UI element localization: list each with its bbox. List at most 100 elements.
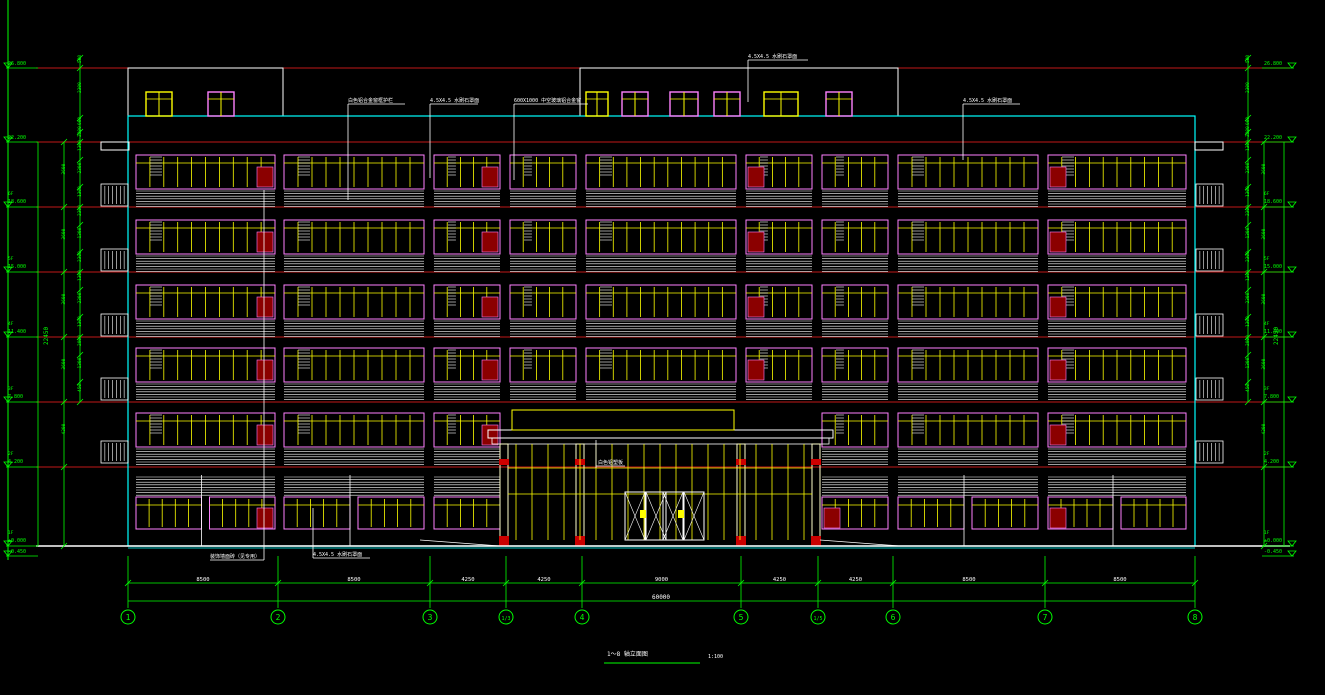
vdim-right-segment-tick (1244, 378, 1252, 386)
elevation-value: 7.800 (8, 394, 23, 400)
overall-height-left: 22450 (43, 327, 50, 345)
vdim-left-segment-label: 450 (77, 384, 83, 392)
vdim-left-segment-tick (76, 128, 84, 136)
elevation-triangle (1287, 540, 1297, 547)
window-grid (135, 154, 1187, 546)
vdim-right-floor-label: 3600 (1261, 293, 1267, 304)
elevation-value: 15.000 (1264, 264, 1282, 270)
floor-row (135, 412, 1187, 465)
vdim-left-segment-tick (76, 183, 84, 191)
vdim-right-segment-label: 2300 (1245, 82, 1251, 93)
elevation-value: 18.600 (8, 199, 26, 205)
axis-bubble (733, 609, 749, 625)
vdim-left-floor-label: 3600 (61, 228, 67, 239)
elevation-value: 4.200 (1264, 459, 1279, 465)
accent-panel (256, 166, 274, 188)
vdim-right-segment-tick (1244, 268, 1252, 276)
window-frame (1047, 347, 1187, 383)
vdim-left-segment-tick (76, 378, 84, 386)
side-balcony (1195, 440, 1224, 464)
accent-panel (1049, 231, 1067, 253)
axis-dim-tick (1191, 579, 1199, 587)
axis-dim-tick (426, 579, 434, 587)
accent-panel (1049, 424, 1067, 446)
axis-bubble (1037, 609, 1053, 625)
column-base (575, 536, 585, 546)
vdim-right-segment-label: 500 (1245, 55, 1251, 63)
vdim-left-segment-label: 1300 (77, 227, 83, 238)
axis-bubble-label: 8 (1193, 613, 1198, 622)
vdim-left-segment-label: 1300 (77, 140, 83, 151)
elevation-triangle (1287, 136, 1297, 143)
elevation-floor: 6F (1264, 191, 1270, 197)
window-frame (283, 284, 425, 320)
vdim-left-floor-label: 3600 (61, 293, 67, 304)
elevation-floor: 2F (8, 451, 14, 457)
window-frame (897, 347, 1039, 383)
vdim-left-floor-label: 4200 (61, 423, 67, 434)
callout-entrance: 白色铝塑板 (598, 459, 623, 466)
vdim-left-floor-tick (60, 268, 68, 276)
callouts: 4.5X4.5 水刷石罩面 白色铝合金窗框护栏 4.5X4.5 水刷石罩面 60… (210, 53, 1020, 561)
vdim-right-segment-tick (1244, 114, 1252, 122)
window-frame (745, 284, 813, 320)
window-frame (897, 154, 1039, 190)
vdim-right-segment-tick (1244, 128, 1252, 136)
axis-bubble (270, 609, 286, 625)
accent-panel (481, 296, 499, 318)
axis-bubble (574, 609, 590, 625)
vdim-left-floor-label: 3600 (61, 163, 67, 174)
axis-dim-tick (737, 579, 745, 587)
roof-eave-left (100, 141, 130, 151)
accent-panel (481, 166, 499, 188)
step-line (419, 539, 501, 547)
accent-panel (1049, 296, 1067, 318)
side-balcony (1195, 183, 1224, 207)
ground-window (1120, 496, 1187, 530)
vdim-left-segment-tick (76, 221, 84, 229)
window-frame (585, 284, 737, 320)
axis-spacing-label: 9000 (655, 577, 668, 583)
vdim-right-segment-tick (1244, 64, 1252, 72)
side-balcony (1195, 248, 1224, 272)
door-swing (683, 491, 705, 541)
vdim-right-segment-label: 1300 (1245, 316, 1251, 327)
column-band (499, 459, 509, 465)
axis-bubble-label: 1 (126, 613, 131, 622)
accent-panel (747, 231, 765, 253)
axis-dim-tick (1041, 579, 1049, 587)
axis-bubble (885, 609, 901, 625)
vdim-left-segment-label: 2300 (77, 292, 83, 303)
vdim-right-segment-tick (1244, 333, 1252, 341)
window-frame (585, 347, 737, 383)
elevation-triangle (3, 550, 13, 557)
window-frame (135, 154, 276, 190)
accent-panel (256, 359, 274, 381)
vdim-right-segment-tick (1244, 221, 1252, 229)
column-base (499, 536, 509, 546)
vdim-right-segment-tick (1244, 156, 1252, 164)
axis-bubble-label: 6 (891, 613, 896, 622)
vdim-right-segment-label: 1300 (1245, 357, 1251, 368)
accent-panel (256, 296, 274, 318)
elevation-floor: 3F (8, 386, 14, 392)
window-frame (283, 412, 425, 448)
vdim-left-floor-tick (60, 463, 68, 471)
axis-bubble-label: 1/3 (501, 616, 510, 622)
elevation-triangle (3, 540, 13, 547)
floor-row (135, 219, 1187, 272)
axis-bubble (810, 609, 826, 625)
drawing-scale: 1:100 (708, 654, 723, 660)
vdim-left-floor-tick (60, 203, 68, 211)
window-frame (433, 347, 501, 383)
step-line (819, 539, 901, 547)
column-band (736, 459, 746, 465)
vdim-left-segment-tick (76, 286, 84, 294)
window-frame (1047, 154, 1187, 190)
window-frame (1047, 219, 1187, 255)
elevation-floor: 2F (1264, 451, 1270, 457)
window-frame (283, 347, 425, 383)
vdim-left-floor-tick (60, 542, 68, 550)
vdim-left-segment-tick (76, 64, 84, 72)
